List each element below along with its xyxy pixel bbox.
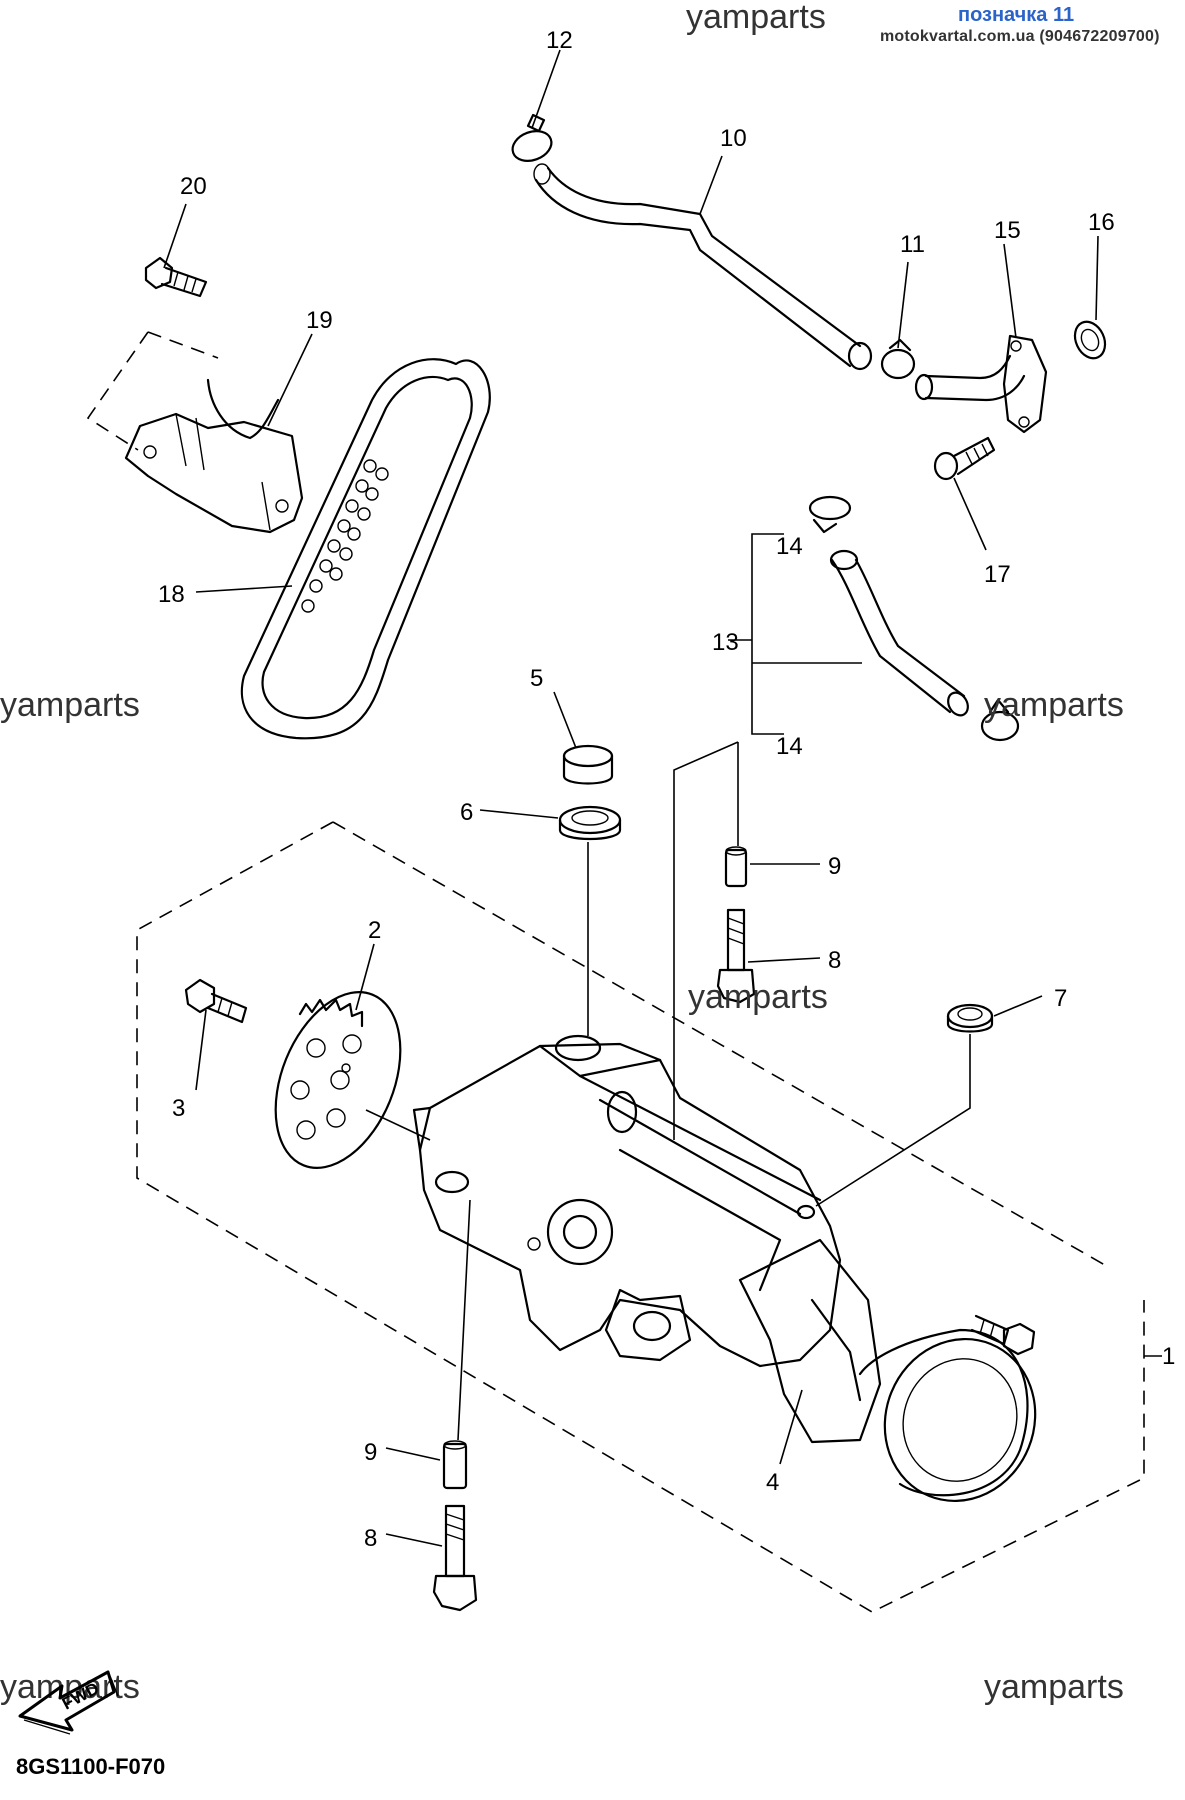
callout-14-upper: 14 (776, 533, 803, 560)
callout-16: 16 (1088, 209, 1115, 236)
callout-5: 5 (530, 665, 543, 692)
callout-20: 20 (180, 173, 207, 200)
callout-9-upper: 9 (828, 853, 841, 880)
header-tag: позначка 11 (958, 4, 1075, 26)
callout-19: 19 (306, 307, 333, 334)
bolt-3 (184, 978, 248, 1024)
callout-8-upper: 8 (828, 947, 841, 974)
guide-locator-box (86, 331, 219, 451)
chain-guide-19 (124, 378, 304, 534)
callout-labels: 1 2 3 4 5 6 7 8 8 9 9 10 11 12 13 14 14 … (158, 27, 1175, 1552)
callout-6: 6 (460, 799, 473, 826)
callout-10: 10 (720, 125, 747, 152)
callout-8-lower: 8 (364, 1525, 377, 1552)
callout-17: 17 (984, 561, 1011, 588)
watermark-left-bottom: yamparts (0, 1668, 140, 1706)
leader-lines (163, 49, 1162, 1547)
callout-7: 7 (1054, 985, 1067, 1012)
header-site: motokvartal.com.ua (904672209700) (880, 28, 1160, 45)
callout-2: 2 (368, 917, 381, 944)
hose-clamp-14-top (808, 495, 852, 534)
hose-clamp-11 (880, 338, 916, 380)
collar-5 (562, 744, 614, 785)
bolt-20 (144, 256, 208, 298)
hose-clamp-12 (511, 113, 553, 162)
dowel-pin-9-upper (724, 846, 748, 888)
o-ring-6 (558, 805, 622, 841)
watermark-right-bottom: yamparts (984, 1668, 1124, 1706)
alignment-lines (365, 741, 971, 1441)
watermark-center: yamparts (688, 978, 828, 1016)
strainer-bolt (970, 1314, 1036, 1356)
callout-15: 15 (994, 217, 1021, 244)
assembly-outline (136, 821, 1145, 1613)
bolt-8-lower (432, 1504, 478, 1612)
oil-hose-13 (829, 549, 969, 717)
watermarks: yamparts yamparts yamparts yamparts yamp… (0, 686, 1124, 1706)
bolt-8-upper (716, 908, 756, 1004)
o-ring-7 (946, 1003, 994, 1033)
watermark-right-mid: yamparts (984, 686, 1124, 724)
dowel-pin-9-lower (442, 1440, 468, 1490)
callout-1: 1 (1162, 1343, 1175, 1370)
callout-3: 3 (172, 1095, 185, 1122)
oil-pipe-10 (533, 163, 873, 371)
callout-18: 18 (158, 581, 185, 608)
pipe-union-15 (914, 334, 1048, 434)
chain-links (301, 459, 389, 613)
oil-pump-body (412, 1034, 842, 1368)
callout-9-lower: 9 (364, 1439, 377, 1466)
watermark-top: yamparts (686, 0, 826, 36)
callout-12: 12 (546, 27, 573, 54)
hose-clamp-14-bottom (980, 698, 1020, 742)
callout-4: 4 (766, 1469, 779, 1496)
bracket-13-14 (728, 533, 862, 735)
callout-11: 11 (900, 231, 925, 258)
callout-13: 13 (712, 629, 739, 656)
callout-14-lower: 14 (776, 733, 803, 760)
sprocket-2 (274, 991, 402, 1169)
watermark-left-mid: yamparts (0, 686, 140, 724)
oil-strainer (738, 1238, 1037, 1503)
o-ring-16 (1073, 320, 1107, 360)
drive-chain-18 (240, 358, 491, 740)
bolt-17 (933, 436, 996, 481)
diagram-code: 8GS1100-F070 (16, 1754, 166, 1779)
